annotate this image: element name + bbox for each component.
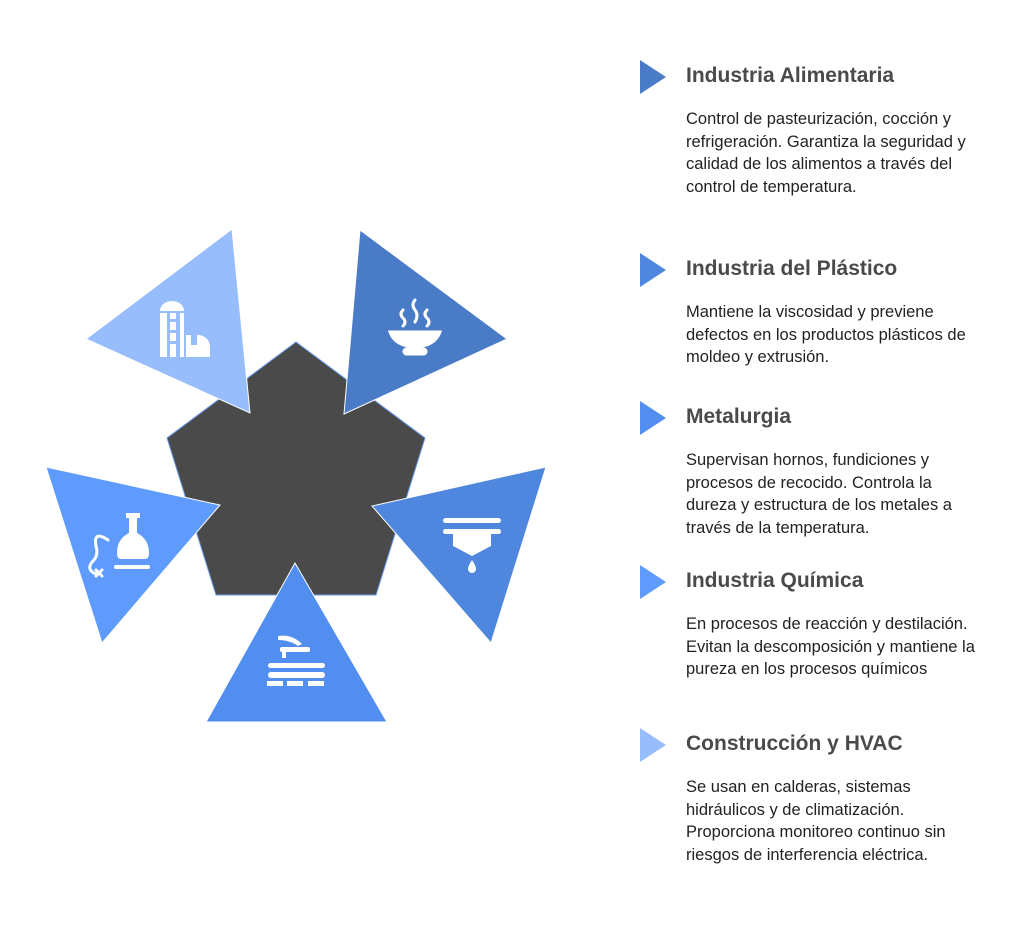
triangle-bullet-icon xyxy=(640,728,666,762)
item-title: Construcción y HVAC xyxy=(686,732,903,755)
item-description: Supervisan hornos, fundiciones y proceso… xyxy=(686,451,952,537)
triangle-bullet-icon xyxy=(640,60,666,94)
triangle-bullet-icon xyxy=(640,401,666,435)
molding-press-icon xyxy=(267,635,325,686)
segment-construction xyxy=(85,228,251,414)
segment-food xyxy=(343,229,508,415)
item-title: Industria Alimentaria xyxy=(686,64,895,87)
item-description: En procesos de reacción y destilación. E… xyxy=(686,615,975,678)
item-title: Metalurgia xyxy=(686,405,792,428)
segment-plastic xyxy=(371,466,547,645)
triangle-bullet-icon xyxy=(640,253,666,287)
chemistry-flask-icon xyxy=(88,513,150,578)
steaming-bowl-icon xyxy=(387,298,443,356)
silo-factory-icon xyxy=(160,301,211,357)
item-title: Industria Química xyxy=(686,569,864,592)
item-description: Mantiene la viscosidad y previene defect… xyxy=(686,303,966,366)
item-title: Industria del Plástico xyxy=(686,257,898,280)
triangle-bullet-icon xyxy=(640,565,666,599)
item-description: Se usan en calderas, sistemas hidráulico… xyxy=(686,778,946,864)
pentagon-diagram xyxy=(45,228,547,723)
filter-drip-icon xyxy=(443,518,501,573)
item-description: Control de pasteurización, cocción y ref… xyxy=(686,110,966,196)
